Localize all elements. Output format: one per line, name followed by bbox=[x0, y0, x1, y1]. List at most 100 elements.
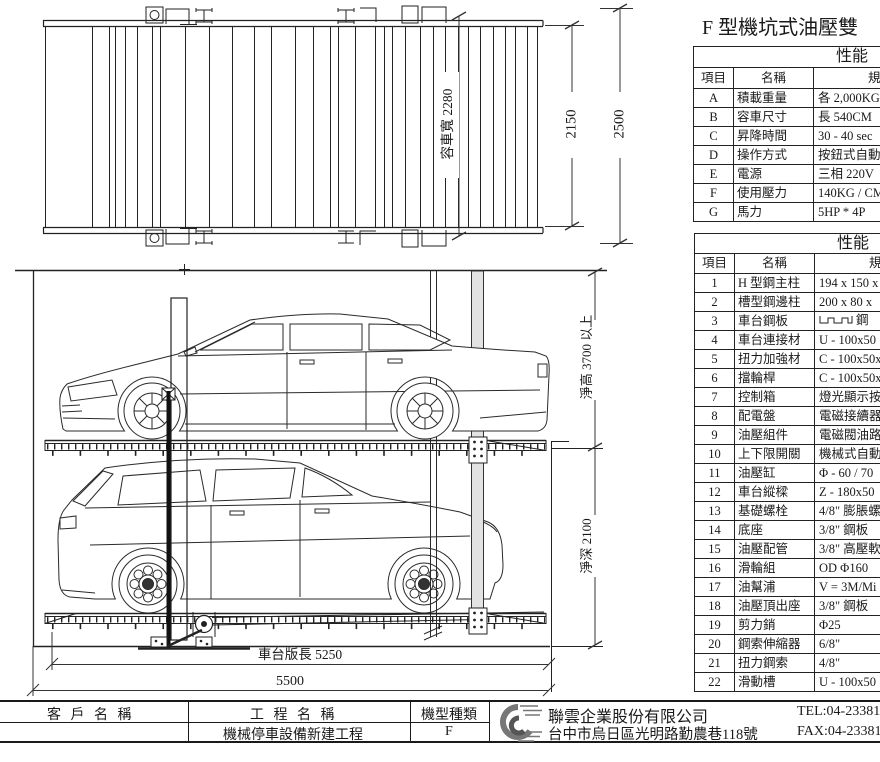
spec-row-id: E bbox=[693, 164, 734, 184]
dim-pit-depth: 淨深 2100 bbox=[579, 518, 594, 573]
spec-row-id: 5 bbox=[694, 349, 735, 369]
spec-row-id: 20 bbox=[694, 634, 735, 654]
spec-row-value: 3/8" 鋼板 bbox=[813, 596, 880, 616]
spec-row-name: 配電盤 bbox=[734, 406, 815, 426]
customer-name-label: 客 戶 名 稱 bbox=[47, 708, 135, 723]
spec2-header: 性能 bbox=[693, 233, 880, 254]
spec-row-value: 3/8" 鋼板 bbox=[813, 520, 880, 540]
spec-row-name: 扭力鋼索 bbox=[734, 653, 815, 673]
spec-row-id: 7 bbox=[694, 387, 735, 407]
spec1-header: 性能 bbox=[692, 46, 880, 68]
upper-platform bbox=[44, 439, 547, 456]
spec-row-id: B bbox=[693, 107, 734, 127]
spec2-col-name: 名稱 bbox=[734, 253, 815, 274]
spec-row-value: 6/8" bbox=[813, 634, 880, 654]
page-title: F 型機坑式油壓雙 bbox=[702, 17, 859, 39]
dim-platform-length: 車台版長 5250 bbox=[258, 647, 343, 662]
spec-row-value: V = 3M/Mi bbox=[813, 577, 880, 597]
spec-row-name: 控制箱 bbox=[734, 387, 815, 407]
hydraulic-column bbox=[138, 264, 250, 650]
spec-row-value: 機械式自動 bbox=[813, 444, 880, 464]
dim-plan-inner: 2150 bbox=[563, 110, 579, 139]
spec-row-id: G bbox=[693, 202, 734, 222]
spec-row-value: 電磁閥油路 bbox=[813, 425, 880, 445]
company-name: 聯雲企業股份有限公司 bbox=[548, 709, 709, 726]
spec-row-id: 11 bbox=[694, 463, 735, 483]
spec-row-id: 19 bbox=[694, 615, 735, 635]
plan-pulley-brackets-bottom bbox=[145, 228, 447, 248]
plan-view bbox=[42, 5, 544, 248]
spec-row-name: 滑動槽 bbox=[734, 672, 815, 692]
spec-row-value: Φ - 60 / 70 bbox=[813, 463, 880, 483]
spec-row-value: 5HP * 4P bbox=[812, 202, 880, 222]
spec2-col-spec: 規格 bbox=[813, 253, 880, 274]
plan-slats bbox=[45, 26, 538, 227]
spec-row-id: 13 bbox=[694, 501, 735, 521]
spec-row-name: 滑輪組 bbox=[734, 558, 815, 578]
spec-row-name: 馬力 bbox=[733, 202, 814, 222]
spec-row-id: 10 bbox=[694, 444, 735, 464]
plan-dimensions bbox=[451, 3, 633, 248]
spec-row-value: 4/8" 膨脹螺 bbox=[813, 501, 880, 521]
spec-row-id: 2 bbox=[694, 292, 735, 312]
spec-row-value: C - 100x50x bbox=[813, 368, 880, 388]
spec1-col-spec: 規格 bbox=[812, 67, 880, 89]
project-name-value: 機械停車設備新建工程 bbox=[223, 728, 363, 743]
spec-row-value: 200 x 80 x bbox=[813, 292, 880, 312]
spec-row-name: 油幫浦 bbox=[734, 577, 815, 597]
column-plates bbox=[468, 436, 488, 635]
spec-row-id: 4 bbox=[694, 330, 735, 350]
dim-overall-length: 5500 bbox=[276, 674, 304, 689]
spec-row-name: 積載重量 bbox=[733, 88, 814, 108]
model-type-label: 機型種類 bbox=[421, 708, 477, 723]
spec-row-name: 擋輪桿 bbox=[734, 368, 815, 388]
spec-row-name: 剪力銷 bbox=[734, 615, 815, 635]
spec-row-value: C - 100x50x bbox=[813, 349, 880, 369]
spec-row-name: 昇降時間 bbox=[733, 126, 814, 146]
dim-plan-outer: 2500 bbox=[611, 110, 627, 139]
spec-row-id: 15 bbox=[694, 539, 735, 559]
spec-row-id: F bbox=[693, 183, 734, 203]
spec-row-name: 容車尺寸 bbox=[733, 107, 814, 127]
company-fax: FAX:04-233810 bbox=[797, 724, 880, 739]
spec-row-name: 油壓配管 bbox=[734, 539, 815, 559]
spec-row-name: 油壓缸 bbox=[734, 463, 815, 483]
spec-row-id: 18 bbox=[694, 596, 735, 616]
spec-row-value: U - 100x50 bbox=[813, 672, 880, 692]
steel-deck-profile-icon bbox=[819, 315, 853, 328]
spec-row-value: 燈光顯示按 bbox=[813, 387, 880, 407]
spec-row-name: 使用壓力 bbox=[733, 183, 814, 203]
spec-row-value: 三相 220V bbox=[812, 164, 880, 184]
spec-row-name: 油壓頂出座 bbox=[734, 596, 815, 616]
spec-row-id: 12 bbox=[694, 482, 735, 502]
spec-row-value: 194 x 150 x bbox=[813, 273, 880, 293]
company-tel: TEL:04-233810 bbox=[797, 704, 880, 719]
spec-row-id: 22 bbox=[694, 672, 735, 692]
spec-row-id: C bbox=[693, 126, 734, 146]
spec-row-name: 上下限開關 bbox=[734, 444, 815, 464]
spec1-col-item: 項目 bbox=[693, 67, 734, 89]
spec-row-name: 扭力加強材 bbox=[734, 349, 815, 369]
spec-row-value: 按鈕式自動 bbox=[812, 145, 880, 165]
dim-clear-height: 淨高 3700 以上 bbox=[579, 315, 594, 400]
spec-row-value: OD Φ160 bbox=[813, 558, 880, 578]
spec-row-name: 車台縱樑 bbox=[734, 482, 815, 502]
drawing-canvas: 容車寬 2280 2150 2500 bbox=[15, 3, 633, 697]
spec-row-value: 30 - 40 sec bbox=[812, 126, 880, 146]
company-logo-icon bbox=[500, 704, 542, 742]
